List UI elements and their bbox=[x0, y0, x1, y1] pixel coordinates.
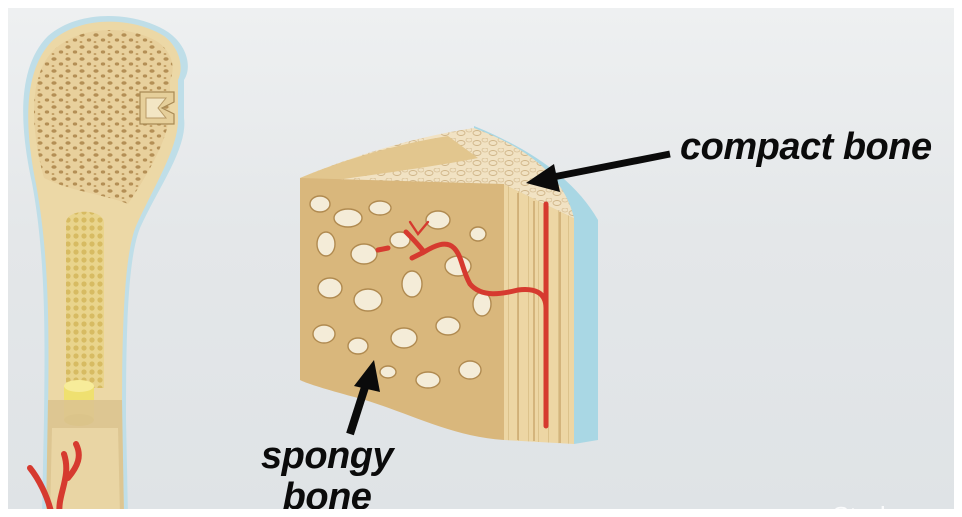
compact-bone-label: compact bone bbox=[680, 126, 932, 169]
study-watermark: ©Study bbox=[813, 501, 899, 509]
medullary-marrow bbox=[66, 212, 104, 388]
spongy-bone-label: spongy bone bbox=[261, 436, 393, 509]
compact-bone-face bbox=[504, 184, 574, 444]
long-bone-section bbox=[23, 16, 188, 509]
bone-illustration bbox=[8, 8, 954, 509]
compact-bone-arrow bbox=[526, 154, 670, 192]
spongy-bone-label-line1: spongy bbox=[261, 436, 393, 477]
diagram-canvas: compact bone spongy bone ©Study bbox=[8, 8, 954, 509]
spongy-bone-label-line2: bone bbox=[261, 477, 393, 509]
copyright-symbol: © bbox=[813, 505, 829, 509]
watermark-text: Study bbox=[832, 501, 899, 509]
